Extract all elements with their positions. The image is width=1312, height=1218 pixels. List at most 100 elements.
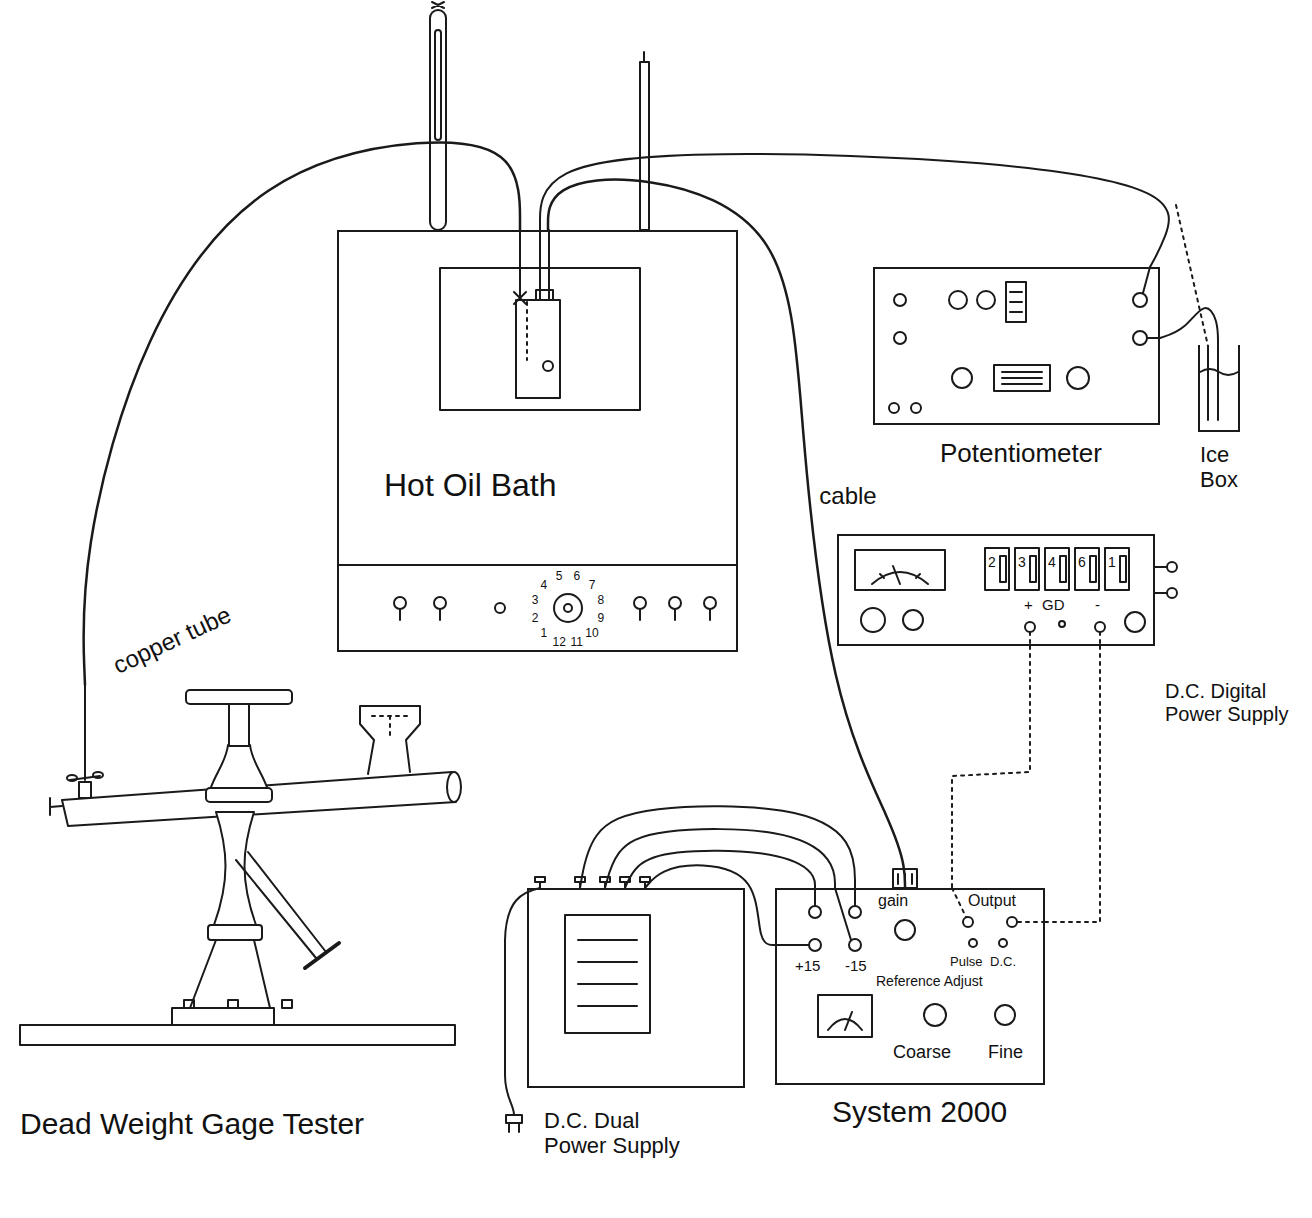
potentiometer-panel bbox=[911, 403, 921, 413]
potentiometer-panel bbox=[1143, 267, 1160, 338]
gage-tester bbox=[190, 940, 270, 1008]
dial-number: 5 bbox=[556, 570, 563, 582]
node-text-holder: Dead Weight Gage Tester bbox=[20, 1107, 580, 1142]
equipment-label: Dead Weight Gage Tester bbox=[20, 1107, 364, 1142]
potentiometer-panel bbox=[977, 291, 995, 309]
label-holder: 12 bbox=[553, 632, 566, 650]
digital-supply-panel bbox=[1030, 632, 1100, 646]
label-holder: Reference Adjust bbox=[876, 972, 983, 990]
potentiometer-panel bbox=[889, 403, 899, 413]
control-knob bbox=[399, 609, 401, 620]
label-holder: 5 bbox=[556, 566, 563, 584]
digital-supply-panel bbox=[985, 548, 1009, 590]
potentiometer-panel bbox=[952, 368, 972, 388]
digital-supply-panel bbox=[855, 550, 945, 590]
sample-holder bbox=[516, 300, 560, 398]
thermometer bbox=[435, 30, 441, 140]
digital-supply-panel bbox=[1095, 622, 1105, 632]
thermocouple-probe bbox=[536, 230, 553, 300]
amplifier-panel bbox=[969, 939, 977, 947]
control-knob bbox=[439, 609, 441, 620]
digital-supply-panel bbox=[1120, 556, 1126, 582]
potentiometer-panel bbox=[889, 267, 1160, 413]
potentiometer-panel bbox=[1133, 293, 1147, 307]
terminal-name: Output bbox=[968, 893, 1016, 909]
label-holder: - bbox=[1095, 596, 1100, 614]
digital-supply-panel bbox=[1025, 622, 1035, 632]
thermocouple-probe bbox=[536, 290, 553, 300]
node-text-holder: Ice Box bbox=[1200, 442, 1256, 493]
probe-rod bbox=[640, 62, 649, 230]
digital-supply-panel bbox=[855, 548, 1177, 646]
label-holder: Coarse bbox=[893, 1043, 951, 1062]
control-knob bbox=[639, 609, 641, 620]
gage-tester bbox=[172, 1008, 274, 1025]
ice-box: Ice Box bbox=[1198, 345, 1240, 432]
digital-supply-panel bbox=[880, 566, 920, 584]
dial-number: 10 bbox=[585, 627, 598, 639]
gage-tester bbox=[282, 1000, 292, 1008]
digital-supply-panel bbox=[1060, 556, 1066, 582]
potentiometer-panel bbox=[1002, 372, 1042, 384]
label-holder: 6 bbox=[1078, 553, 1086, 571]
control-knob bbox=[704, 597, 716, 609]
thermocouple-wire bbox=[1160, 308, 1218, 345]
potentiometer-panel bbox=[894, 294, 906, 306]
thermocouple-wire bbox=[540, 154, 1169, 267]
control-name: gain bbox=[878, 893, 908, 909]
digital-supply-panel bbox=[1125, 612, 1145, 632]
label-holder: 3 bbox=[532, 590, 539, 608]
terminal-name: +15 bbox=[795, 958, 820, 973]
tube-stub bbox=[514, 230, 526, 304]
display-digit: 3 bbox=[1018, 555, 1026, 569]
label-holder: + bbox=[1024, 596, 1033, 614]
potentiometer-panel bbox=[1133, 331, 1147, 345]
digital-supply-panel bbox=[1000, 556, 1006, 582]
gage-tester bbox=[208, 925, 262, 940]
control-knob bbox=[394, 594, 716, 622]
terminal-name: D.C. bbox=[990, 955, 1016, 968]
tube-stub bbox=[519, 230, 521, 300]
label-holder: 4 bbox=[1048, 553, 1056, 571]
label-holder: 7 bbox=[589, 575, 596, 593]
gage-tester bbox=[360, 706, 420, 774]
equipment-label: System 2000 bbox=[832, 1095, 1007, 1130]
dial-number: 4 bbox=[541, 579, 548, 591]
terminal-name: + bbox=[1024, 597, 1033, 612]
digital-supply-panel bbox=[1059, 621, 1065, 627]
digital-supply-panel bbox=[1015, 548, 1039, 590]
gage-tester bbox=[79, 782, 91, 798]
digital-supply-panel bbox=[1167, 562, 1177, 572]
gage-tester bbox=[186, 690, 292, 704]
amplifier-panel bbox=[775, 869, 1045, 1037]
dotted-lead bbox=[1045, 646, 1100, 922]
control-knob bbox=[674, 609, 676, 620]
control-name: Fine bbox=[988, 1043, 1023, 1061]
power-wire bbox=[580, 806, 855, 888]
ice-box-content bbox=[1208, 346, 1218, 420]
node-text-holder: System 2000 bbox=[832, 1095, 1052, 1130]
thermometer bbox=[432, 2, 444, 8]
thermometer bbox=[430, 2, 446, 230]
panel-line bbox=[339, 564, 736, 566]
gage-tester bbox=[20, 685, 461, 1045]
digital-supply-panel bbox=[1105, 548, 1129, 590]
equipment-label: D.C. Digital Power Supply bbox=[1165, 680, 1300, 726]
power-wire bbox=[645, 865, 775, 945]
bath-window bbox=[440, 268, 640, 410]
amplifier-panel bbox=[809, 939, 821, 951]
dial-number: 3 bbox=[532, 594, 539, 606]
control-knob bbox=[669, 597, 681, 609]
sample-holder bbox=[543, 361, 553, 371]
amplifier-panel bbox=[895, 920, 915, 940]
gage-tester bbox=[84, 685, 86, 780]
dotted-lead bbox=[952, 646, 1030, 888]
label-holder: gain bbox=[878, 892, 908, 910]
digital-supply-panel bbox=[861, 608, 885, 632]
potentiometer-panel bbox=[994, 365, 1050, 391]
dual-supply-panel bbox=[565, 915, 650, 1033]
panel-line bbox=[339, 564, 736, 566]
amplifier-panel bbox=[809, 906, 821, 918]
